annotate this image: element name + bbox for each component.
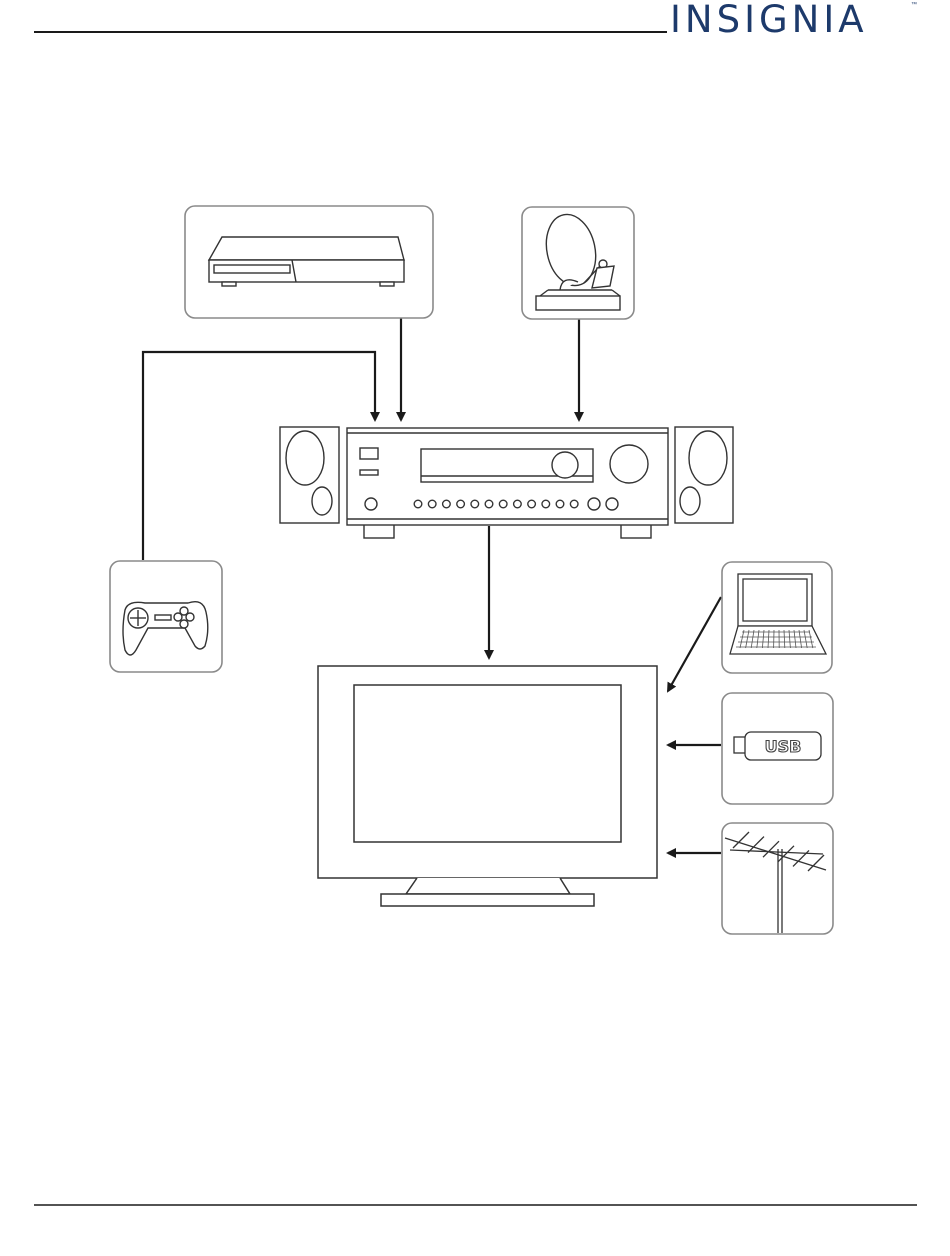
receiver-button bbox=[414, 500, 422, 508]
game-console-node bbox=[110, 561, 222, 672]
antenna-node bbox=[722, 823, 833, 934]
laptop-icon bbox=[730, 574, 826, 654]
receiver-button bbox=[428, 500, 436, 508]
laptop-node bbox=[722, 562, 832, 673]
av-receiver-node bbox=[347, 428, 668, 538]
receiver-button bbox=[528, 500, 536, 508]
receiver-button bbox=[443, 500, 451, 508]
receiver-button bbox=[570, 500, 578, 508]
tv-icon bbox=[318, 666, 657, 906]
receiver-button bbox=[514, 500, 522, 508]
receiver-button bbox=[499, 500, 507, 508]
speaker-icon bbox=[675, 427, 733, 523]
speaker-left bbox=[280, 427, 339, 523]
receiver-icon bbox=[347, 428, 668, 538]
satellite-node bbox=[522, 207, 634, 319]
receiver-button bbox=[556, 500, 564, 508]
connection-laptop-to-tv bbox=[668, 597, 721, 691]
tv-node bbox=[318, 666, 657, 906]
connection-game-to-receiver bbox=[143, 352, 375, 560]
usb-label: USB bbox=[765, 737, 802, 756]
dvd-player-icon bbox=[209, 237, 404, 286]
speaker-icon bbox=[280, 427, 339, 523]
receiver-button bbox=[542, 500, 550, 508]
receiver-button bbox=[471, 500, 479, 508]
speaker-right bbox=[675, 427, 733, 523]
usb-node: USB bbox=[722, 693, 833, 804]
receiver-button bbox=[485, 500, 493, 508]
dvd-player-node bbox=[185, 206, 433, 318]
receiver-button bbox=[457, 500, 465, 508]
